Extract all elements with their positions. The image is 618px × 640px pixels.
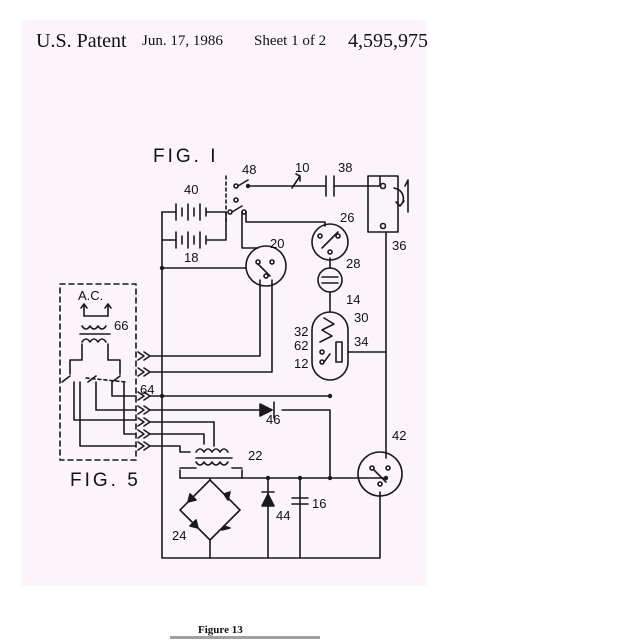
switch-48 — [225, 175, 249, 223]
label-46: 46 — [266, 412, 280, 427]
label-38: 38 — [338, 160, 352, 175]
patent-sheet: U.S. Patent Jun. 17, 1986 Sheet 1 of 2 4… — [22, 20, 428, 586]
label-10: 10 — [295, 160, 309, 175]
component-36 — [367, 175, 409, 233]
relay-42 — [357, 451, 403, 497]
label-ac: A.C. — [78, 288, 103, 303]
label-24: 24 — [172, 528, 186, 543]
capacitor-38 — [325, 175, 335, 197]
label-22: 22 — [248, 448, 262, 463]
label-20: 20 — [270, 236, 284, 251]
label-44: 44 — [276, 508, 290, 523]
label-40: 40 — [184, 182, 198, 197]
label-14: 14 — [346, 292, 360, 307]
fig5-ac-box — [59, 283, 137, 461]
label-16: 16 — [312, 496, 326, 511]
connector-arrows — [137, 351, 151, 451]
transformer-22 — [179, 421, 243, 469]
tube-28 — [317, 267, 343, 293]
label-28: 28 — [346, 256, 360, 271]
cropped-text-line — [170, 636, 320, 639]
tube-20 — [245, 245, 287, 287]
label-32: 32 — [294, 324, 308, 339]
label-12: 12 — [294, 356, 308, 371]
sheet-number: Sheet 1 of 2 — [254, 33, 327, 49]
junction-dots — [159, 183, 389, 481]
figure-caption: Figure 13 — [198, 624, 243, 636]
label-48: 48 — [242, 162, 256, 177]
diode-46 — [259, 401, 275, 419]
wiring — [149, 175, 387, 559]
label-36: 36 — [392, 238, 406, 253]
label-18: 18 — [184, 250, 198, 265]
label-62: 62 — [294, 338, 308, 353]
label-64: 64 — [140, 382, 154, 397]
bridge-rectifier-24 — [179, 477, 241, 559]
tube-14 — [311, 311, 349, 381]
patent-office-label: U.S. Patent — [36, 30, 127, 52]
battery-40 — [169, 203, 227, 221]
battery-18 — [169, 211, 227, 249]
patent-date: Jun. 17, 1986 — [142, 33, 223, 49]
label-30: 30 — [354, 310, 368, 325]
diode-44 — [261, 491, 275, 507]
reference-numerals: A.C. 66 64 40 18 48 10 38 26 20 28 14 30… — [78, 160, 406, 543]
capacitor-16 — [291, 497, 309, 505]
label-26: 26 — [340, 210, 354, 225]
label-42: 42 — [392, 428, 406, 443]
fig5-label: FIG. 5 — [70, 470, 141, 491]
label-66: 66 — [114, 318, 128, 333]
label-34: 34 — [354, 334, 368, 349]
fig1-label: FIG. I — [153, 146, 219, 167]
tube-26 — [311, 223, 349, 261]
wire-10-arrow — [291, 173, 301, 189]
patent-number: 4,595,975 — [348, 30, 428, 52]
